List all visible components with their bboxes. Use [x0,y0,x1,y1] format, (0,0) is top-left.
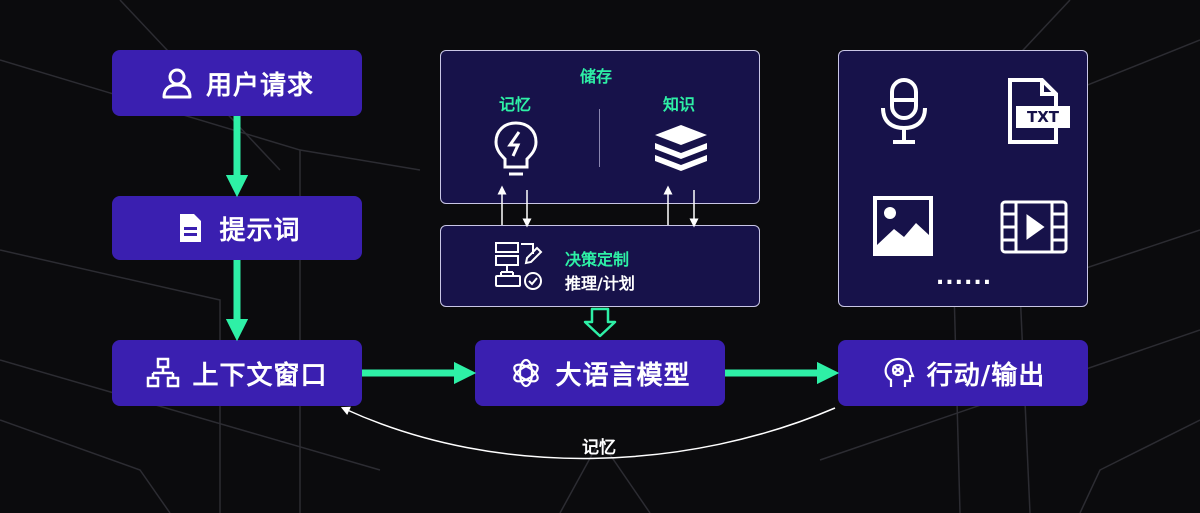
books-icon [651,123,711,181]
decision-subtitle: 推理/计划 [565,274,635,293]
hierarchy-icon [146,356,180,390]
prompt-node: 提示词 [112,196,362,260]
prompt-label: 提示词 [219,215,301,246]
storage-panel: 储存 记忆 知识 [440,50,760,204]
openai-logo-icon [509,356,543,390]
feedback-memory-label: 记忆 [582,438,616,458]
memory-label: 记忆 [499,95,532,114]
action-output-node: 行动/输出 [838,340,1088,406]
document-icon [173,211,207,245]
modalities-panel: TXT ...... [838,50,1088,307]
lightbulb-icon [491,119,541,185]
decision-panel: 决策定制 推理/计划 [440,225,760,307]
txt-label: TXT [1026,108,1060,126]
video-icon [999,199,1069,259]
microphone-icon [877,76,931,150]
decision-flow-icon [493,240,545,296]
knowledge-label: 知识 [663,95,696,114]
decision-title: 决策定制 [565,250,630,269]
llm-label: 大语言模型 [555,360,691,391]
storage-title: 储存 [580,67,613,86]
image-icon [872,195,934,261]
llm-node: 大语言模型 [475,340,725,406]
context-window-label: 上下文窗口 [192,360,328,391]
txt-file-icon: TXT [1004,76,1074,150]
action-output-label: 行动/输出 [926,360,1046,391]
user-request-node: 用户请求 [112,50,362,116]
user-request-label: 用户请求 [205,70,314,101]
user-icon [160,66,194,100]
context-window-node: 上下文窗口 [112,340,362,406]
more-ellipsis: ...... [935,265,993,290]
storage-divider [599,109,600,167]
brain-head-icon [881,356,915,390]
